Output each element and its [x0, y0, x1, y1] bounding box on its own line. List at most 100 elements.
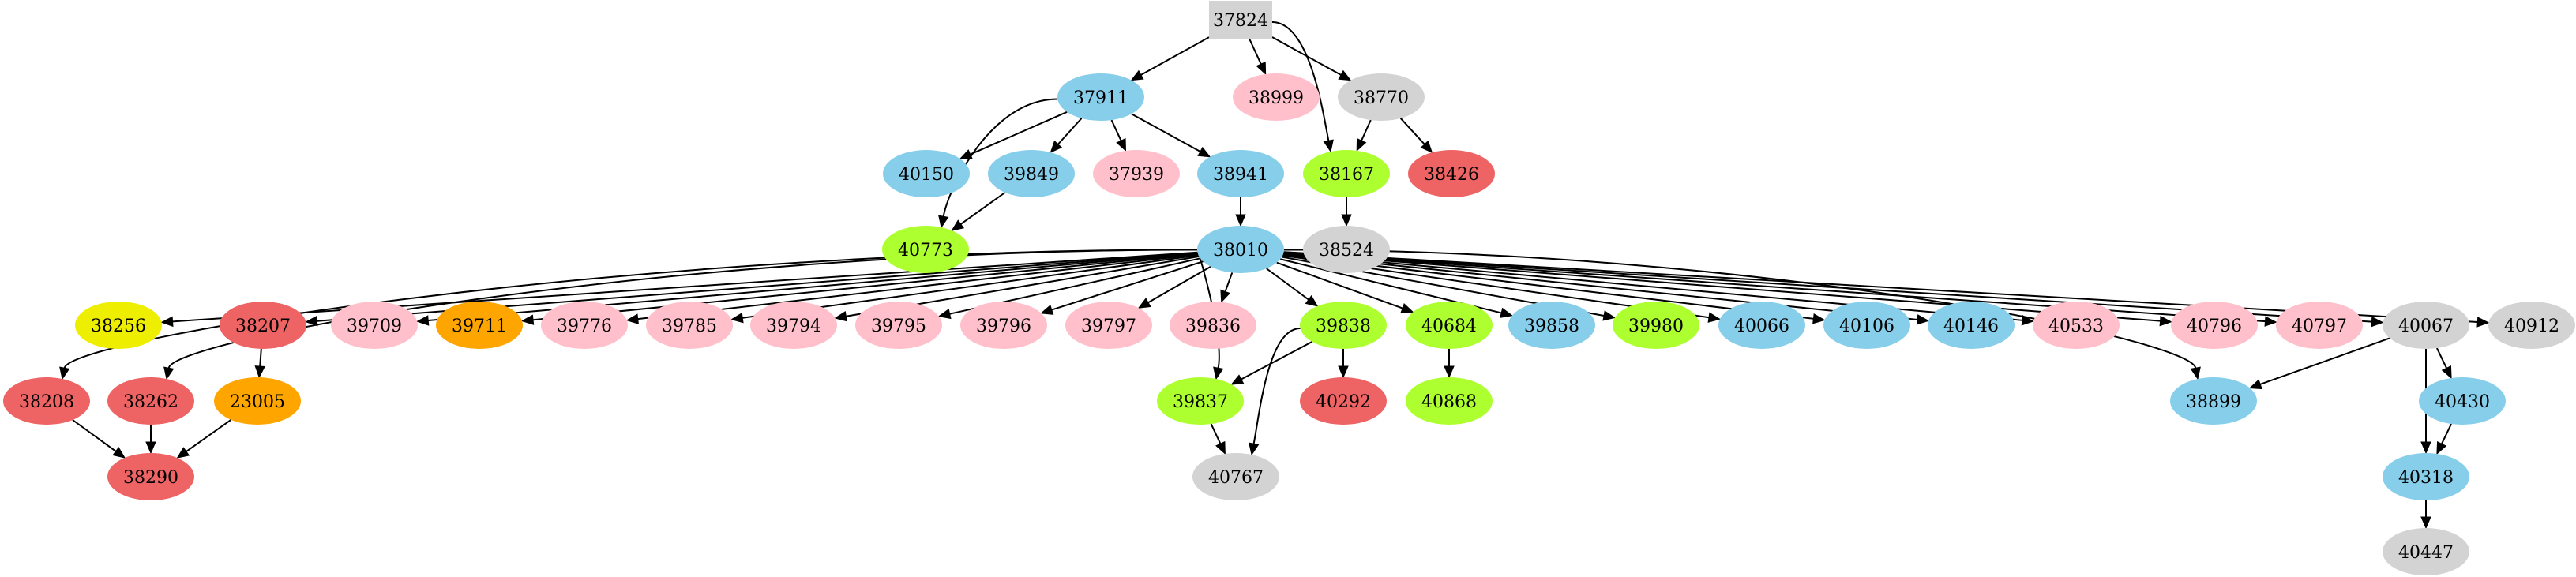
- arrowhead-icon: [1215, 440, 1226, 455]
- node-label: 39838: [1316, 317, 1371, 336]
- node-label: 39794: [766, 317, 821, 336]
- node-38290[interactable]: 38290: [107, 453, 194, 500]
- node-37939[interactable]: 37939: [1093, 150, 1180, 197]
- node-ellipse: [646, 302, 733, 349]
- edge-38010-to-39838: [1266, 268, 1309, 301]
- node-38899[interactable]: 38899: [2170, 377, 2257, 425]
- edge-37824-to-37911: [1140, 36, 1210, 76]
- node-40430[interactable]: 40430: [2419, 377, 2506, 425]
- node-39858[interactable]: 39858: [1508, 302, 1595, 349]
- edge-38010-to-38899: [1283, 249, 2197, 369]
- node-39980[interactable]: 39980: [1613, 302, 1699, 349]
- edge-38010-to-39797: [1147, 265, 1211, 304]
- arrowhead-icon: [1420, 140, 1433, 154]
- node-ellipse: [1157, 377, 1244, 425]
- node-label: 38899: [2186, 392, 2241, 412]
- nodes-layer: 37824 37911 38999 38770 40150 39849 37939 38941…: [3, 1, 2575, 575]
- node-40066[interactable]: 40066: [1718, 302, 1805, 349]
- arrowhead-icon: [1400, 303, 1414, 313]
- node-label: 40146: [1943, 317, 1999, 336]
- node-39837[interactable]: 39837: [1157, 377, 1244, 425]
- node-37911[interactable]: 37911: [1057, 73, 1144, 121]
- node-40912[interactable]: 40912: [2488, 302, 2575, 349]
- node-ellipse: [1300, 377, 1387, 425]
- node-40067[interactable]: 40067: [2383, 302, 2469, 349]
- arrowhead-icon: [1338, 69, 1352, 81]
- node-40533[interactable]: 40533: [2033, 302, 2120, 349]
- node-40447[interactable]: 40447: [2383, 528, 2469, 575]
- node-ellipse: [3, 377, 90, 425]
- arrowhead-icon: [2420, 441, 2431, 455]
- node-38426[interactable]: 38426: [1408, 150, 1495, 197]
- edge-40430-to-40318: [2441, 423, 2452, 444]
- edge-38770-to-38167: [1361, 119, 1372, 141]
- node-label: 38290: [123, 468, 178, 488]
- node-40796[interactable]: 40796: [2171, 302, 2258, 349]
- node-label: 23005: [230, 392, 285, 412]
- node-39794[interactable]: 39794: [750, 302, 837, 349]
- node-39836[interactable]: 39836: [1170, 302, 1256, 349]
- node-ellipse: [1303, 226, 1390, 273]
- node-ellipse: [1233, 73, 1320, 121]
- node-ellipse: [107, 453, 194, 500]
- node-40767[interactable]: 40767: [1192, 453, 1279, 500]
- node-ellipse: [2488, 302, 2575, 349]
- node-40146[interactable]: 40146: [1928, 302, 2015, 349]
- node-label: 40067: [2398, 317, 2454, 336]
- node-39796[interactable]: 39796: [960, 302, 1047, 349]
- node-label: 39796: [976, 317, 1031, 336]
- node-40684[interactable]: 40684: [1406, 302, 1493, 349]
- node-ellipse: [1406, 377, 1493, 425]
- node-38208[interactable]: 38208: [3, 377, 90, 425]
- node-40868[interactable]: 40868: [1406, 377, 1493, 425]
- arrowhead-icon: [145, 441, 156, 455]
- node-label: 38524: [1319, 241, 1374, 260]
- node-38167[interactable]: 38167: [1303, 150, 1390, 197]
- node-40106[interactable]: 40106: [1823, 302, 1910, 349]
- node-39797[interactable]: 39797: [1065, 302, 1152, 349]
- node-38010[interactable]: 38010: [1197, 226, 1284, 273]
- node-40797[interactable]: 40797: [2276, 302, 2363, 349]
- node-37824[interactable]: 37824: [1209, 1, 1272, 39]
- edge-38010-to-40684: [1276, 261, 1403, 309]
- node-40150[interactable]: 40150: [883, 150, 970, 197]
- node-ellipse: [1170, 302, 1256, 349]
- node-39838[interactable]: 39838: [1300, 302, 1387, 349]
- node-40292[interactable]: 40292: [1300, 377, 1387, 425]
- node-38941[interactable]: 38941: [1197, 150, 1284, 197]
- edge-39838-to-39837: [1241, 341, 1313, 380]
- node-ellipse: [882, 226, 969, 273]
- edge-37911-to-40773: [942, 98, 1058, 217]
- node-38256[interactable]: 38256: [75, 302, 162, 349]
- node-ellipse: [541, 302, 628, 349]
- node-39709[interactable]: 39709: [331, 302, 418, 349]
- node-ellipse: [1338, 73, 1425, 121]
- edge-38208-to-38290: [72, 419, 117, 452]
- arrowhead-icon: [59, 366, 70, 380]
- node-38262[interactable]: 38262: [107, 377, 194, 425]
- node-40773[interactable]: 40773: [882, 226, 969, 273]
- node-39849[interactable]: 39849: [988, 150, 1075, 197]
- node-39711[interactable]: 39711: [436, 302, 523, 349]
- node-label: 40292: [1316, 392, 1371, 412]
- node-38524[interactable]: 38524: [1303, 226, 1390, 273]
- arrowhead-icon: [1230, 374, 1245, 385]
- node-38999[interactable]: 38999: [1233, 73, 1320, 121]
- node-39795[interactable]: 39795: [855, 302, 942, 349]
- node-ellipse: [2419, 377, 2506, 425]
- node-ellipse: [1093, 150, 1180, 197]
- arrowhead-icon: [2248, 379, 2262, 390]
- node-39776[interactable]: 39776: [541, 302, 628, 349]
- node-38770[interactable]: 38770: [1338, 73, 1425, 121]
- node-39785[interactable]: 39785: [646, 302, 733, 349]
- arrowhead-icon: [937, 308, 952, 320]
- arrowhead-icon: [1050, 140, 1063, 154]
- arrowhead-icon: [2159, 315, 2172, 327]
- node-label: 38010: [1213, 241, 1268, 260]
- node-ellipse: [1718, 302, 1805, 349]
- node-38207[interactable]: 38207: [220, 302, 306, 349]
- node-23005[interactable]: 23005: [214, 377, 301, 425]
- node-40318[interactable]: 40318: [2383, 453, 2469, 500]
- edge-40067-to-40430: [2436, 347, 2447, 369]
- edge-38010-to-39796: [1051, 260, 1204, 311]
